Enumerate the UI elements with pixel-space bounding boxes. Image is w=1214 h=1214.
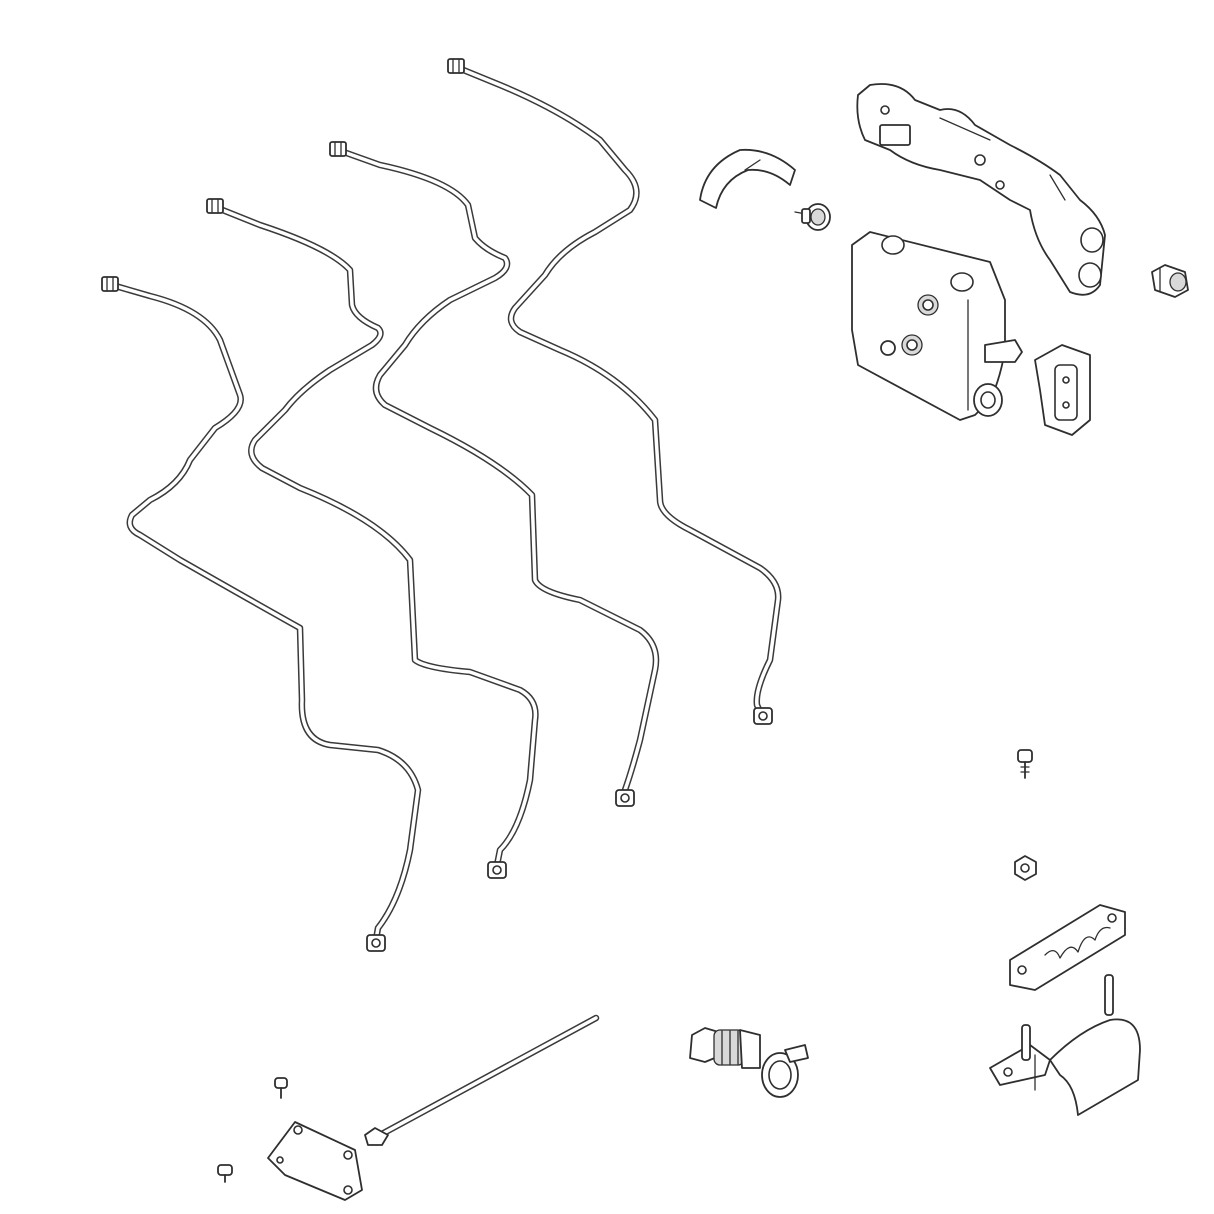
mounting-plate	[267, 1121, 363, 1201]
tube-nut	[615, 789, 635, 807]
tube-nut	[101, 276, 119, 292]
hydraulic-tube-4	[452, 63, 782, 720]
cover-shield	[699, 148, 796, 209]
adapter-fitting	[1151, 264, 1189, 298]
hex-nut	[1014, 855, 1037, 881]
rotary-fitting	[794, 203, 831, 231]
hydraulic-tube-3	[334, 146, 660, 802]
tube-nut	[366, 934, 386, 952]
gasket-plate	[1034, 344, 1091, 436]
small-screw	[274, 1077, 288, 1099]
control-valve-block	[851, 231, 1023, 421]
clamp-block	[1009, 904, 1126, 991]
tube-nut	[447, 58, 465, 74]
hydraulic-tube-1	[108, 281, 422, 949]
bolt	[1017, 749, 1033, 779]
tube-nut	[329, 141, 347, 157]
dipstick-rod	[364, 1014, 600, 1146]
u-bolt-clamp	[989, 974, 1141, 1116]
tube-nut	[753, 707, 773, 725]
valve-manifold	[856, 83, 1106, 296]
tube-nut	[206, 198, 224, 214]
small-screw	[217, 1164, 233, 1183]
quick-coupler	[689, 1027, 761, 1069]
hydraulic-tube-2	[211, 203, 539, 874]
hose-clamp	[761, 1044, 809, 1098]
tube-nut	[487, 861, 507, 879]
